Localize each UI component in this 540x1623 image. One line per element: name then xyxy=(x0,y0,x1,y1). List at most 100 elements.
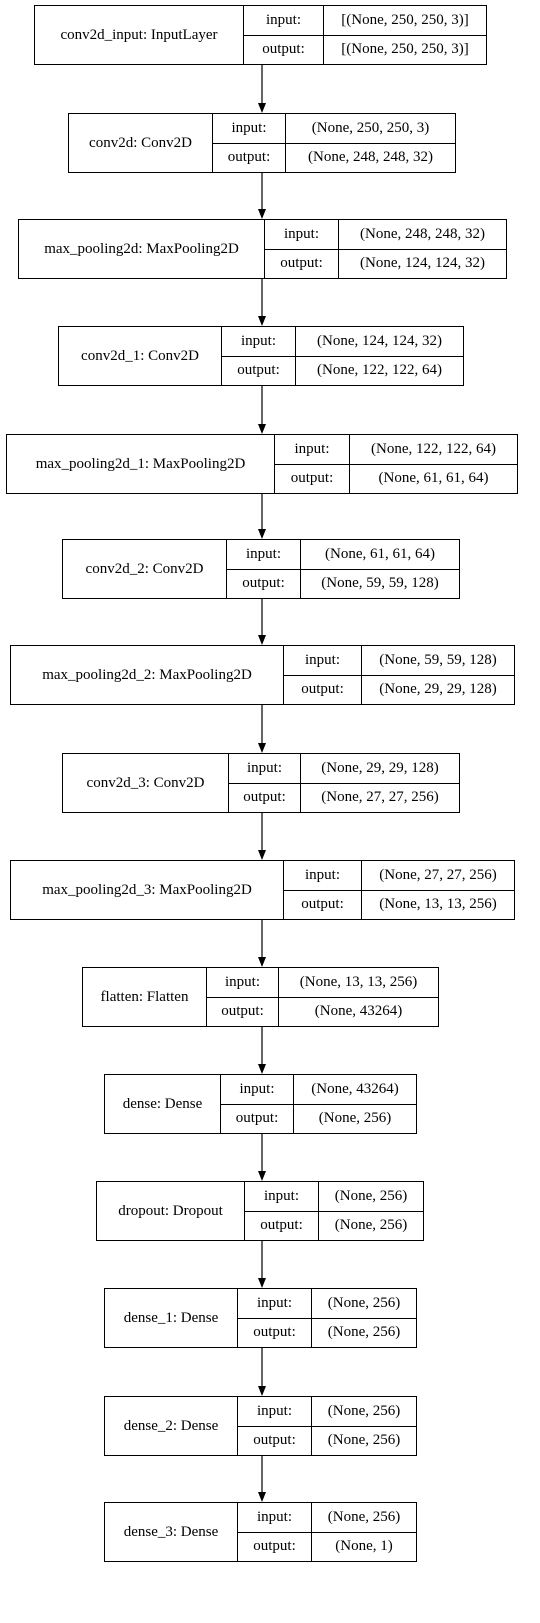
output-shape: (None, 248, 248, 32) xyxy=(308,149,433,166)
input-row: input:[(None, 250, 250, 3)] xyxy=(244,6,486,35)
input-label: input: xyxy=(229,754,301,783)
input-label: input: xyxy=(213,114,286,143)
layer-name: conv2d_1: Conv2D xyxy=(59,327,222,385)
input-label: input: xyxy=(238,1397,312,1426)
layer-name: max_pooling2d_1: MaxPooling2D xyxy=(7,435,275,493)
input-shape: (None, 256) xyxy=(334,1187,408,1204)
output-shape: (None, 29, 29, 128) xyxy=(379,681,497,698)
output-row: output: (None, 61, 61, 64) xyxy=(275,463,517,493)
output-label: output: xyxy=(222,356,296,385)
output-shape: (None, 256) xyxy=(334,1217,408,1234)
input-label: input: xyxy=(275,435,350,464)
layer-name: max_pooling2d_2: MaxPooling2D xyxy=(11,646,284,704)
output-label: output: xyxy=(213,143,286,172)
io-shapes: input: (None, 122, 122, 64) output: (None, … xyxy=(275,435,517,493)
output-row: output:(None, 13, 13, 256) xyxy=(284,889,514,919)
input-shape: (None, 13, 13, 256) xyxy=(299,973,418,990)
arrowhead-icon xyxy=(258,316,266,326)
layer-name: max_pooling2d: MaxPooling2D xyxy=(19,220,265,278)
output-shape: (None, 256) xyxy=(327,1324,401,1341)
input-row: input:(None, 59, 59, 128) xyxy=(284,646,514,675)
output-label: output: xyxy=(275,464,350,493)
input-shape: (None, 256) xyxy=(327,1402,401,1419)
input-label: input: xyxy=(284,861,362,890)
arrowhead-icon xyxy=(258,424,266,434)
output-label: output: xyxy=(245,1211,319,1240)
input-shape: (None, 122, 122, 64) xyxy=(371,440,496,457)
output-row: output:(None, 124, 124, 32) xyxy=(265,248,506,278)
output-shape: (None, 124, 124, 32) xyxy=(360,255,485,272)
output-row: output:(None, 43264) xyxy=(207,996,438,1026)
arrowhead-icon xyxy=(258,529,266,539)
output-label: output: xyxy=(229,783,301,812)
arrowhead-icon xyxy=(258,1064,266,1074)
io-shapes: input:(None, 124, 124, 32)output:(None, … xyxy=(222,327,463,385)
output-label: output: xyxy=(238,1532,312,1561)
input-shape: (None, 61, 61, 64) xyxy=(325,545,435,562)
input-label: input: xyxy=(238,1503,312,1532)
input-row: input: (None, 122, 122, 64) xyxy=(275,435,517,464)
output-row: output:(None, 29, 29, 128) xyxy=(284,674,514,704)
io-shapes: input:[(None, 250, 250, 3)]output:[(None… xyxy=(244,6,486,64)
input-label: input: xyxy=(238,1289,312,1318)
input-label: input: xyxy=(221,1075,294,1104)
input-label: input: xyxy=(244,6,324,35)
output-shape: (None, 27, 27, 256) xyxy=(321,789,439,806)
input-row: input:(None, 61, 61, 64) xyxy=(227,540,459,569)
output-row: output:[(None, 250, 250, 3)] xyxy=(244,34,486,64)
input-row: input: (None, 250, 250, 3) xyxy=(213,114,455,143)
output-shape: (None, 43264) xyxy=(314,1003,403,1020)
io-shapes: input: (None, 256) output: (None, 1) xyxy=(238,1503,416,1561)
arrowhead-icon xyxy=(258,103,266,113)
io-shapes: input:(None, 27, 27, 256)output:(None, 1… xyxy=(284,861,514,919)
io-shapes: input:(None, 256)output:(None, 256) xyxy=(238,1397,416,1455)
layer-name: dense_3: Dense xyxy=(105,1503,238,1561)
input-shape: (None, 250, 250, 3) xyxy=(311,119,430,136)
output-shape: (None, 13, 13, 256) xyxy=(379,896,497,913)
output-shape: (None, 256) xyxy=(327,1432,401,1449)
layer-name: dense_2: Dense xyxy=(105,1397,238,1455)
output-row: output:(None, 256) xyxy=(221,1103,416,1133)
arrowhead-icon xyxy=(258,635,266,645)
arrowhead-icon xyxy=(258,1278,266,1288)
arrowhead-icon xyxy=(258,957,266,967)
output-label: output: xyxy=(244,35,324,64)
output-shape: (None, 59, 59, 128) xyxy=(321,575,439,592)
input-shape: (None, 59, 59, 128) xyxy=(379,651,497,668)
io-shapes: input:(None, 59, 59, 128)output:(None, 2… xyxy=(284,646,514,704)
output-row: output: (None, 1) xyxy=(238,1531,416,1561)
layer-name: conv2d: Conv2D xyxy=(69,114,213,172)
input-row: input:(None, 13, 13, 256) xyxy=(207,968,438,997)
layer-name: dense_1: Dense xyxy=(105,1289,238,1347)
output-row: output:(None, 256) xyxy=(238,1425,416,1455)
input-row: input:(None, 248, 248, 32) xyxy=(265,220,506,249)
arrowhead-icon xyxy=(258,1386,266,1396)
output-row: output: (None, 27, 27, 256) xyxy=(229,782,459,812)
input-shape: (None, 29, 29, 128) xyxy=(321,759,439,776)
layer-name: flatten: Flatten xyxy=(83,968,207,1026)
input-label: input: xyxy=(222,327,296,356)
io-shapes: input:(None, 43264)output:(None, 256) xyxy=(221,1075,416,1133)
input-shape: (None, 256) xyxy=(327,1294,401,1311)
output-shape: (None, 1) xyxy=(335,1538,393,1555)
output-label: output: xyxy=(227,569,301,598)
input-row: input: (None, 256) xyxy=(238,1503,416,1532)
input-label: input: xyxy=(265,220,339,249)
output-shape: (None, 61, 61, 64) xyxy=(378,470,489,487)
io-shapes: input: (None, 29, 29, 128) output: (None, 2… xyxy=(229,754,459,812)
input-shape: (None, 256) xyxy=(327,1508,401,1525)
arrowhead-icon xyxy=(258,209,266,219)
io-shapes: input: (None, 250, 250, 3) output: (None, 2… xyxy=(213,114,455,172)
io-shapes: input:(None, 248, 248, 32)output:(None, … xyxy=(265,220,506,278)
io-shapes: input:(None, 256)output:(None, 256) xyxy=(245,1182,423,1240)
